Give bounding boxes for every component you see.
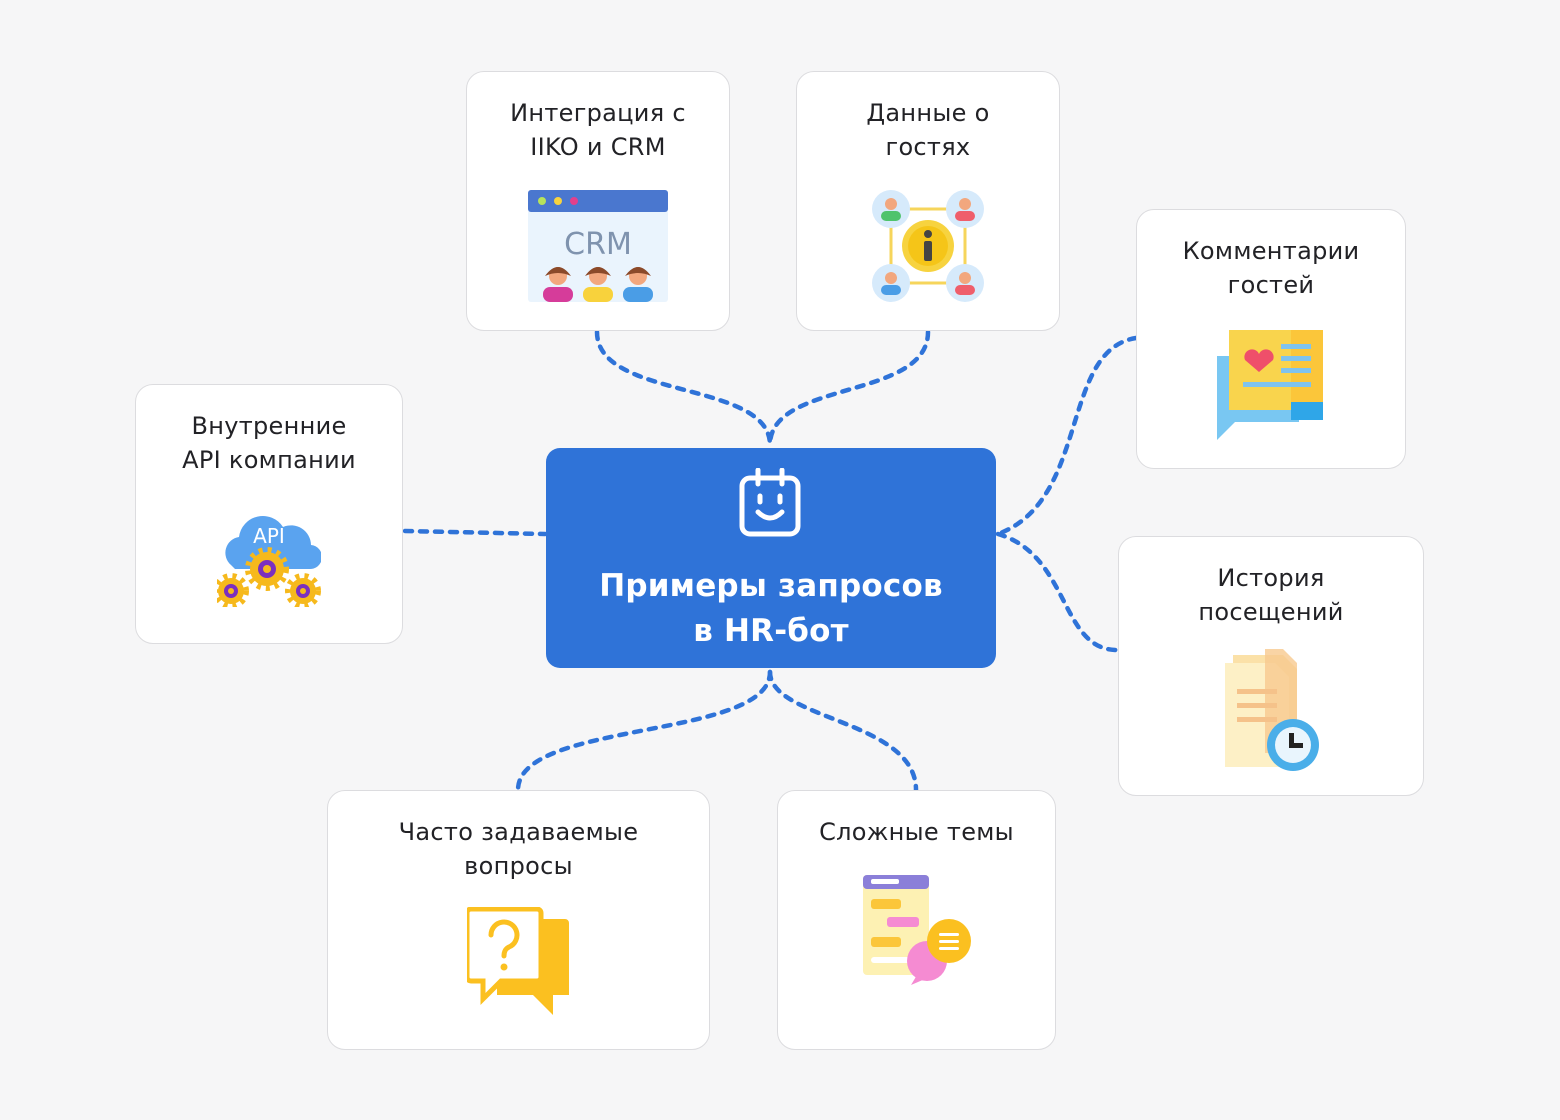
node-guest-data: Данные о гостях xyxy=(796,71,1060,331)
node-api: Внутренние API компании API xyxy=(135,384,403,644)
connector-api xyxy=(402,528,548,537)
connector-complex xyxy=(767,669,919,793)
node-title: Данные о гостях xyxy=(866,99,990,161)
node-history: История посещений xyxy=(1118,536,1424,796)
node-comments: Комментарии гостей xyxy=(1136,209,1406,469)
question-chat-icon xyxy=(464,906,571,1023)
node-title: История посещений xyxy=(1198,564,1344,626)
crm-label: CRM xyxy=(564,227,632,262)
crm-icon: CRM xyxy=(528,190,668,306)
connector-comments xyxy=(995,335,1139,537)
node-title: Внутренние API компании xyxy=(182,412,356,474)
document-clock-icon xyxy=(1221,649,1321,777)
feedback-chat-icon xyxy=(1215,330,1327,446)
node-title: Сложные темы xyxy=(819,818,1014,846)
smiling-calendar-icon xyxy=(738,467,802,542)
connector-integration xyxy=(594,329,773,448)
node-integration: Интеграция с IIKO и CRM CRM xyxy=(466,71,730,331)
node-complex: Сложные темы xyxy=(777,790,1056,1050)
center-title: Примеры запросов в HR-бот xyxy=(599,568,943,649)
connector-faq xyxy=(515,669,773,793)
messages-board-icon xyxy=(861,875,973,991)
api-cloud-gears-icon: API xyxy=(213,507,323,611)
node-title: Часто задаваемые вопросы xyxy=(398,818,639,880)
guest-info-network-icon xyxy=(870,188,986,308)
node-title: Комментарии гостей xyxy=(1182,237,1360,299)
node-title: Интеграция с IIKO и CRM xyxy=(510,99,686,161)
node-faq: Часто задаваемые вопросы xyxy=(327,790,710,1050)
center-node: Примеры запросов в HR-бот xyxy=(546,448,996,668)
connector-guest-data xyxy=(767,329,931,448)
api-label: API xyxy=(253,524,285,548)
connector-history xyxy=(995,531,1120,653)
